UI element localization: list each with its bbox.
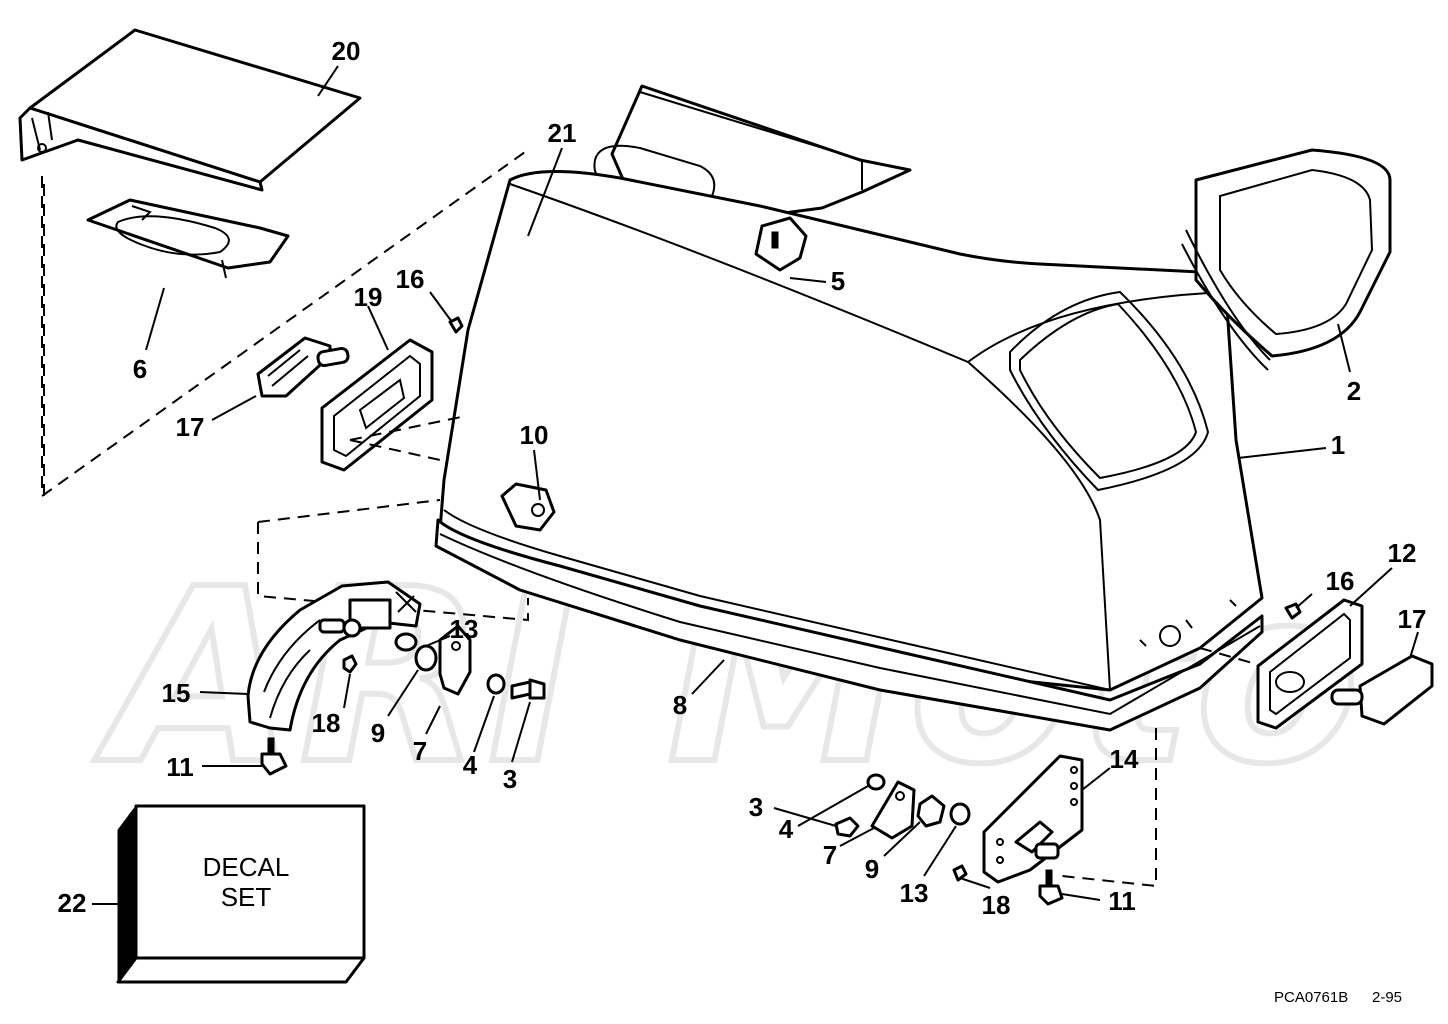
callout-16-right: 16 xyxy=(1326,566,1355,596)
callout-9-right: 9 xyxy=(865,854,879,884)
part-17-latch-handle-right xyxy=(1330,654,1434,726)
callout-10: 10 xyxy=(520,420,549,450)
callout-19: 19 xyxy=(354,282,383,312)
callout-3-left: 3 xyxy=(503,764,517,794)
callout-16-left: 16 xyxy=(396,264,425,294)
part-18-screw-left xyxy=(342,654,358,674)
part-22-decal-set: DECAL SET xyxy=(116,804,366,984)
part-11-stud-left xyxy=(260,752,288,776)
part-3-bolt-left xyxy=(510,678,546,700)
callout-1: 1 xyxy=(1331,430,1345,460)
drawing-code: PCA0761B xyxy=(1274,989,1348,1006)
callout-5: 5 xyxy=(831,266,845,296)
callout-12: 12 xyxy=(1388,538,1417,568)
part-19-latch-gasket-left xyxy=(320,338,434,472)
part-9-nut-right xyxy=(916,794,946,828)
guide-line-right-bracket xyxy=(1061,647,1257,888)
callout-6: 6 xyxy=(133,354,147,384)
callout-3-right: 3 xyxy=(749,792,763,822)
part-11-stud-right xyxy=(1038,884,1064,906)
callout-11-left: 11 xyxy=(166,752,194,782)
callout-21: 21 xyxy=(548,118,577,148)
leader-lines xyxy=(92,65,1419,905)
guide-line-latch xyxy=(349,415,467,461)
part-12-latch-gasket-right xyxy=(1256,598,1364,730)
part-16-screw-left xyxy=(448,316,464,334)
callout-18-left: 18 xyxy=(312,708,341,738)
drawing-revision: 2-95 xyxy=(1372,989,1402,1006)
part-9-nut-left xyxy=(414,644,438,672)
hardware-left xyxy=(260,624,546,776)
callout-4-left: 4 xyxy=(463,750,478,780)
callout-22: 22 xyxy=(58,888,87,918)
part-18-screw-right xyxy=(952,864,968,882)
callout-13-right: 13 xyxy=(900,878,929,908)
callout-13-left: 13 xyxy=(450,614,479,644)
part-6-seal-plate xyxy=(86,198,290,279)
part-13-washer-left xyxy=(394,632,418,652)
callout-labels: 20 21 16 19 6 17 5 2 1 10 12 16 17 13 15… xyxy=(58,36,1427,920)
callout-4-right: 4 xyxy=(779,814,794,844)
part-7-plate-left xyxy=(438,624,472,696)
part-3-bolt-right xyxy=(834,816,860,838)
callout-17-right: 17 xyxy=(1398,604,1427,634)
hardware-right xyxy=(834,773,1064,906)
callout-14: 14 xyxy=(1110,744,1139,774)
callout-11-right: 11 xyxy=(1108,886,1136,916)
part-1-engine-cowling xyxy=(434,84,1264,732)
callout-15: 15 xyxy=(162,678,191,708)
part-15-left-bracket xyxy=(246,580,422,732)
part-4-washer-left xyxy=(486,673,506,695)
part-17-latch-handle-left xyxy=(256,336,350,398)
callout-8: 8 xyxy=(673,690,687,720)
callout-7-right: 7 xyxy=(823,840,837,870)
callout-9-left: 9 xyxy=(371,718,385,748)
callout-20: 20 xyxy=(332,36,361,66)
part-10-side-grommet xyxy=(500,482,556,532)
decal-line-1: DECAL xyxy=(203,852,290,882)
part-13-washer-right xyxy=(949,802,971,826)
callout-18-right: 18 xyxy=(982,890,1011,920)
decal-line-2: SET xyxy=(221,882,272,912)
drawing-footer: PCA0761B 2-95 xyxy=(1274,989,1402,1006)
callout-17-left: 17 xyxy=(176,412,205,442)
callout-7-left: 7 xyxy=(413,736,427,766)
part-20-rear-cover xyxy=(18,28,362,192)
callout-2: 2 xyxy=(1347,376,1361,406)
part-14-right-bracket xyxy=(982,754,1084,884)
part-4-washer-right xyxy=(866,773,886,791)
guide-line-rear xyxy=(41,151,526,498)
part-2-window-trim xyxy=(1181,148,1392,371)
